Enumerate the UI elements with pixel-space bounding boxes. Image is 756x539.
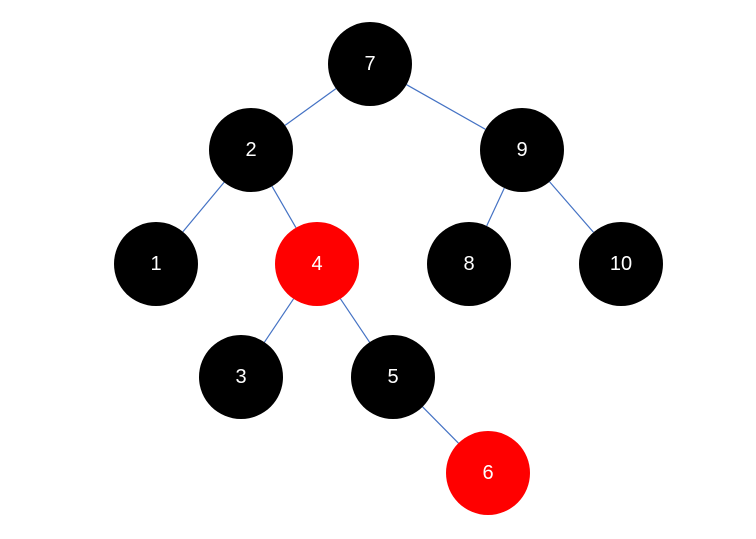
node-circle-red <box>275 222 359 306</box>
edges-layer <box>182 84 594 444</box>
edge-n5-n6 <box>422 406 459 444</box>
node-label: 3 <box>235 366 246 388</box>
edge-n7-n2 <box>284 88 337 126</box>
node-label: 9 <box>516 139 527 161</box>
node-circle-black <box>328 22 412 106</box>
tree-node-9: 9 <box>480 108 564 192</box>
tree-node-3: 3 <box>199 335 283 419</box>
tree-node-5: 5 <box>351 335 435 419</box>
tree-node-1: 1 <box>114 222 198 306</box>
edge-n2-n1 <box>182 181 225 233</box>
tree-node-4: 4 <box>275 222 359 306</box>
node-circle-black <box>427 222 511 306</box>
node-label: 4 <box>311 253 322 275</box>
node-label: 8 <box>463 253 474 275</box>
node-circle-black <box>114 222 198 306</box>
tree-node-2: 2 <box>209 108 293 192</box>
node-label: 2 <box>245 139 256 161</box>
nodes-layer: 7 2 9 1 4 8 10 3 5 6 <box>114 22 663 515</box>
tree-node-8: 8 <box>427 222 511 306</box>
node-circle-black <box>480 108 564 192</box>
tree-node-6: 6 <box>446 431 530 515</box>
edge-n7-n9 <box>406 84 486 130</box>
edge-n9-n8 <box>486 187 505 227</box>
node-label: 1 <box>150 253 161 275</box>
edge-n4-n5 <box>339 298 371 343</box>
node-circle-red <box>446 431 530 515</box>
tree-node-10: 10 <box>579 222 663 306</box>
node-label: 6 <box>482 462 493 484</box>
node-label: 10 <box>610 253 632 275</box>
node-circle-black <box>199 335 283 419</box>
node-circle-black <box>209 108 293 192</box>
tree-node-7: 7 <box>328 22 412 106</box>
node-label: 7 <box>364 53 375 75</box>
edge-n2-n4 <box>271 186 297 228</box>
node-circle-black <box>351 335 435 419</box>
edge-n9-n10 <box>549 181 594 233</box>
edge-n4-n3 <box>263 298 295 343</box>
node-label: 5 <box>387 366 398 388</box>
node-circle-black <box>579 222 663 306</box>
